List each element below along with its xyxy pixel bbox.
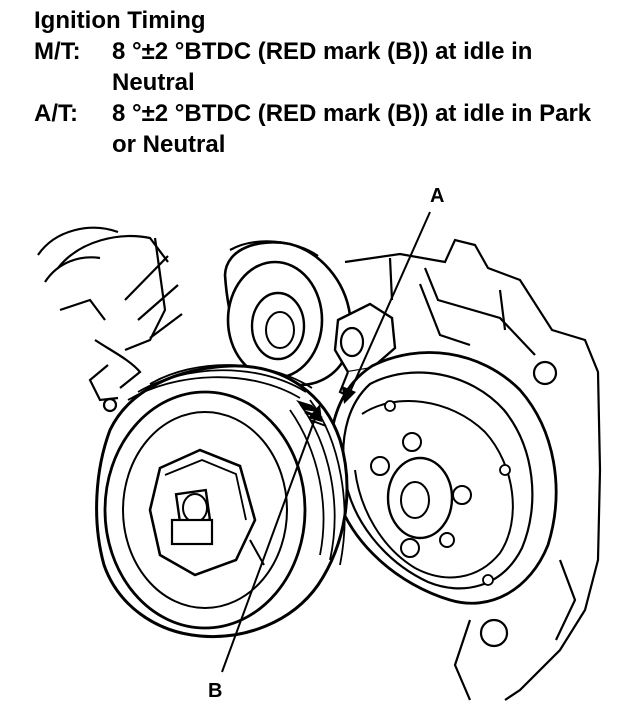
callout-a-leader [342, 211, 431, 404]
mt-spec-line1: 8 °±2 °BTDC (RED mark (B)) at idle in [112, 38, 533, 65]
at-spec-line1: 8 °±2 °BTDC (RED mark (B)) at idle in Pa… [112, 100, 592, 127]
water-pump-pulley [328, 351, 558, 605]
at-label: A/T: [34, 100, 78, 127]
idler-pulley [223, 240, 352, 387]
mt-spec-line2: Neutral [112, 69, 195, 96]
engine-cover-outline [344, 238, 602, 701]
at-spec-line2: or Neutral [112, 131, 226, 158]
alternator-outline [37, 226, 183, 413]
ignition-timing-spec: Ignition Timing M/T: 8 °±2 °BTDC (RED ma… [34, 6, 634, 160]
at-spec-row: A/T: 8 °±2 °BTDC (RED mark (B)) at idle … [34, 98, 634, 160]
callout-b-label: B [208, 680, 222, 702]
mt-label: M/T: [34, 38, 81, 65]
spec-heading: Ignition Timing [34, 7, 206, 34]
callout-b-leader [221, 404, 322, 673]
callout-a-label: A [430, 185, 444, 207]
crankshaft-pulley [95, 364, 349, 639]
mt-spec-row: M/T: 8 °±2 °BTDC (RED mark (B)) at idle … [34, 36, 634, 98]
